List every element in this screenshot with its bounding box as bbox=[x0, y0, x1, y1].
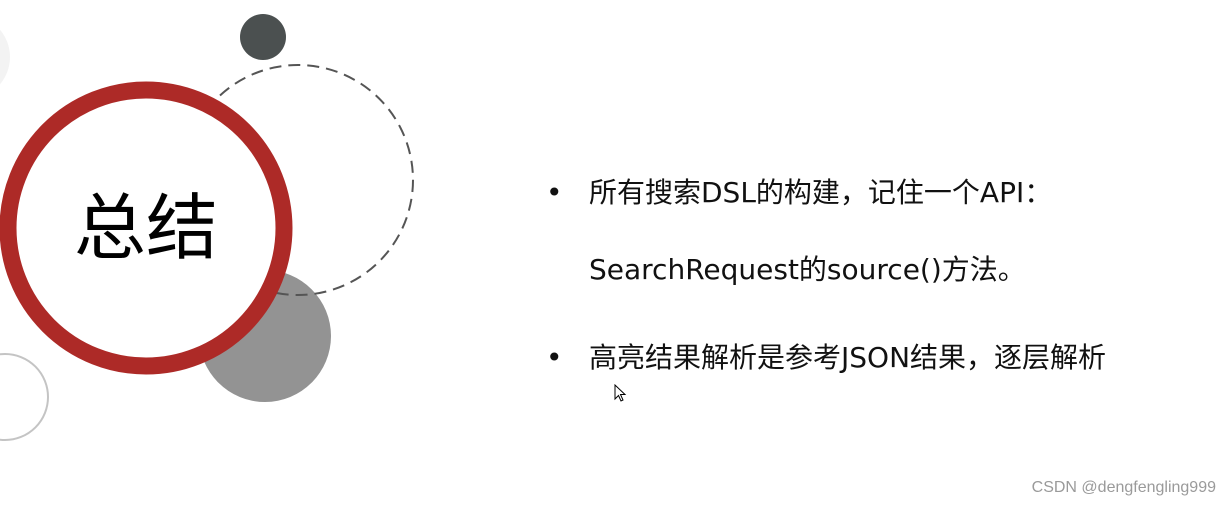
dark-dot bbox=[240, 14, 286, 60]
dashed-circle bbox=[182, 64, 414, 296]
bullet-icon: • bbox=[546, 176, 563, 209]
watermark: CSDN @dengfengling999 bbox=[1031, 479, 1216, 496]
red-ring bbox=[0, 81, 293, 375]
mouse-cursor-icon bbox=[614, 384, 627, 402]
slide-title: 总结 bbox=[73, 186, 218, 270]
bullet-icon: • bbox=[546, 341, 563, 374]
light-gray-circle bbox=[0, 29, 10, 85]
bullet-1-line-1: 所有搜索DSL的构建，记住一个API： bbox=[589, 176, 1053, 209]
outline-circle bbox=[0, 353, 49, 441]
bullet-2-line-1: 高亮结果解析是参考JSON结果，逐层解析 bbox=[589, 341, 1107, 374]
bullet-1-line-2: SearchRequest的source()方法。 bbox=[589, 253, 1026, 286]
